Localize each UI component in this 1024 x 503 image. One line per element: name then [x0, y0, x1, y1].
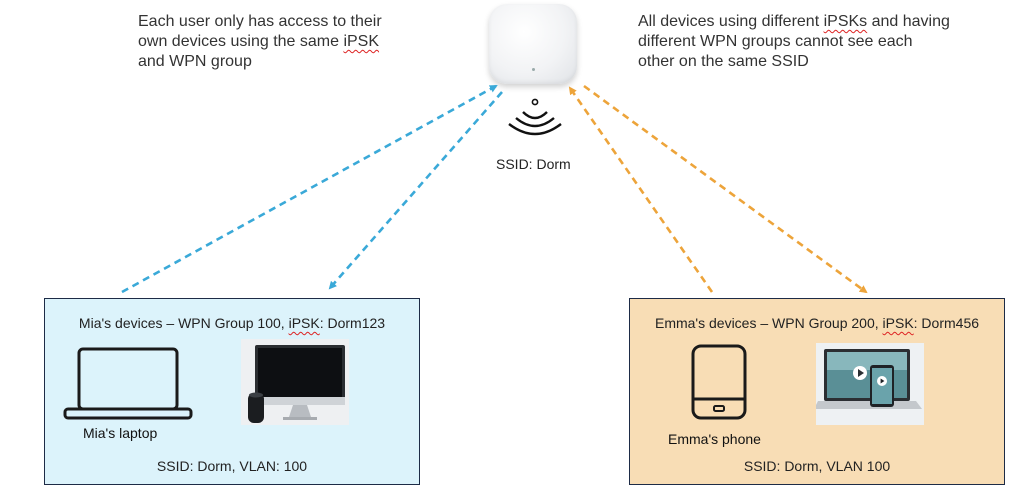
left-note-line-1: Each user only has access to their	[138, 13, 382, 30]
emma-title-pre: Emma's devices – WPN Group 200,	[654, 315, 883, 331]
emma-title-keyword: iPSK	[882, 315, 914, 331]
ap-ssid-label: SSID: Dorm	[496, 156, 571, 172]
right-note: All devices using different iPSKs and ha…	[638, 12, 988, 72]
mia-title-pre: Mia's devices – WPN Group 100,	[78, 315, 289, 331]
laptop-icon	[63, 347, 193, 420]
left-note: Each user only has access to their own d…	[138, 12, 438, 72]
laptop-with-phone-icon	[816, 343, 924, 425]
right-note-line-3: other on the same SSID	[638, 53, 809, 70]
emma-devices-group: Emma's devices – WPN Group 200, iPSK: Do…	[629, 298, 1005, 485]
wifi-signal-icon	[508, 98, 562, 136]
emma-title-post: : Dorm456	[913, 315, 980, 331]
emma-arrow-phone	[568, 86, 714, 293]
tablet-phone-icon	[691, 344, 747, 420]
right-note-line-1-post: and having	[867, 13, 950, 30]
mia-laptop-label: Mia's laptop	[83, 425, 158, 441]
left-note-line-2: own devices using the same iPSK	[138, 32, 438, 52]
mia-group-footer: SSID: Dorm, VLAN: 100	[156, 458, 308, 474]
access-point-led	[532, 68, 535, 71]
left-note-line-3: and WPN group	[138, 53, 252, 70]
right-note-line-1: All devices using different iPSKs and ha…	[638, 12, 988, 32]
right-note-line-1-pre: All devices using different	[638, 13, 824, 30]
left-note-keyword: iPSK	[343, 33, 380, 50]
mia-title-keyword: iPSK	[288, 315, 320, 331]
mia-group-title: Mia's devices – WPN Group 100, iPSK: Dor…	[45, 315, 419, 331]
left-note-line-2-text: own devices using the same	[138, 33, 344, 50]
emma-arrow-laptop	[583, 84, 868, 294]
smart-speaker-icon	[248, 392, 264, 423]
mia-devices-group: Mia's devices – WPN Group 100, iPSK: Dor…	[44, 298, 420, 485]
mia-arrow-desktop	[328, 91, 503, 290]
mia-title-post: : Dorm123	[319, 315, 386, 331]
emma-group-footer: SSID: Dorm, VLAN 100	[743, 458, 891, 474]
right-note-line-2: different WPN groups cannot see each	[638, 33, 913, 50]
mia-arrow-laptop	[121, 84, 498, 294]
emma-group-title: Emma's devices – WPN Group 200, iPSK: Do…	[630, 315, 1004, 331]
right-note-keyword: iPSKs	[823, 13, 868, 30]
emma-phone-label: Emma's phone	[668, 431, 761, 447]
access-point-icon	[489, 4, 577, 84]
